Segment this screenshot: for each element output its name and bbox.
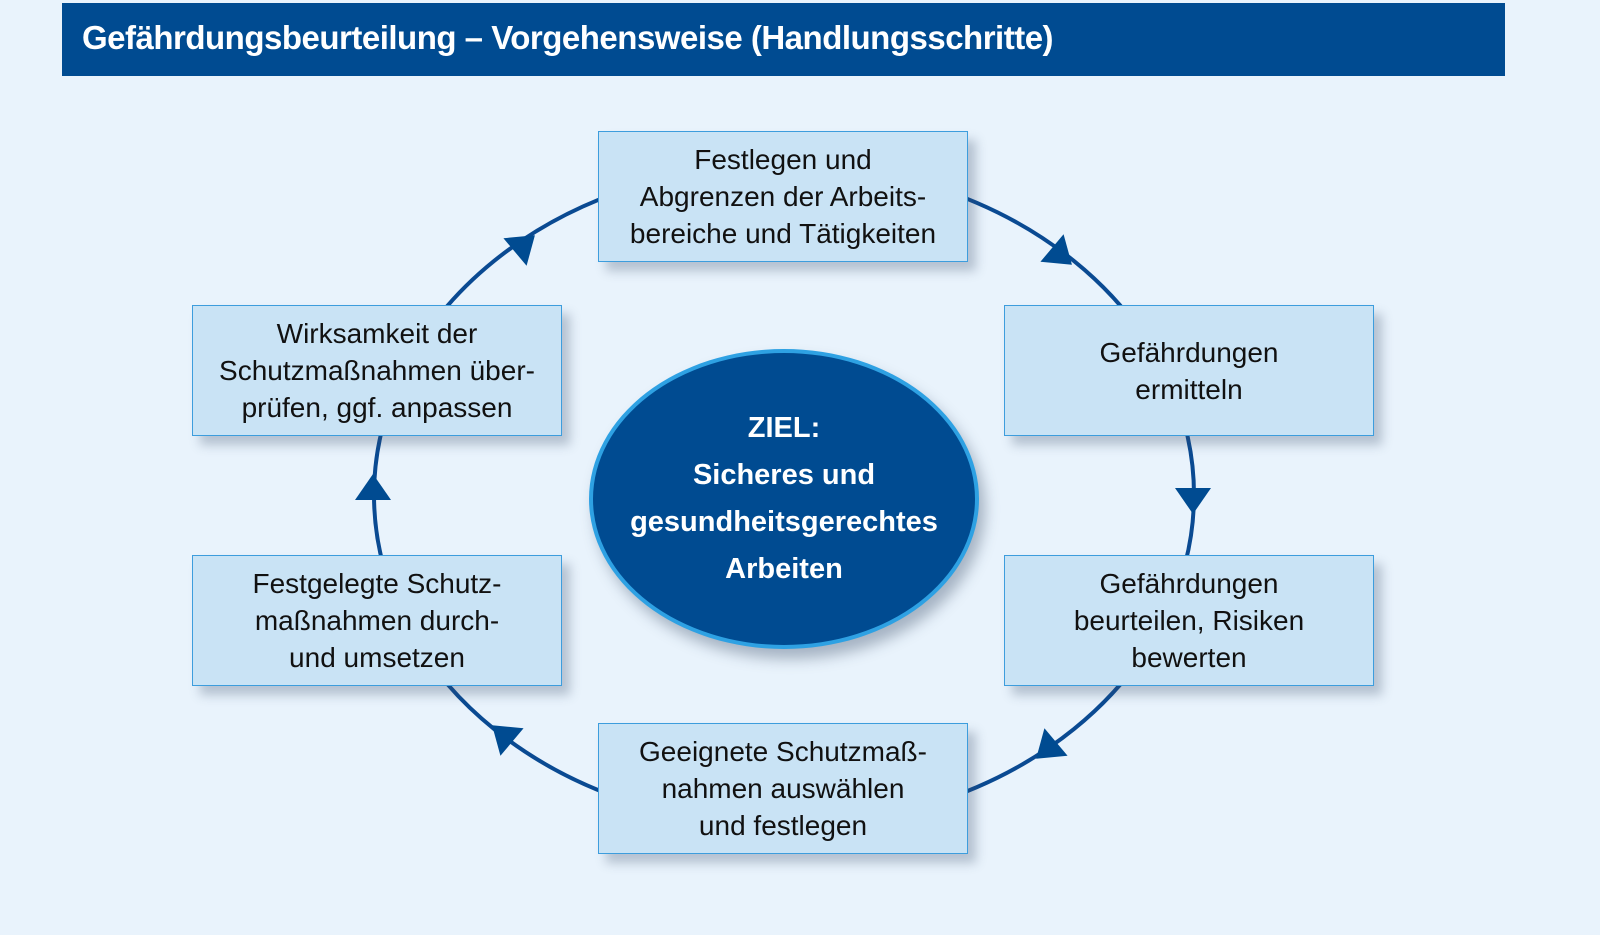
page-title: Gefährdungsbeurteilung – Vorgehensweise … — [82, 19, 1054, 56]
step-text: bewerten — [1131, 642, 1247, 673]
step-text: Festlegen und — [694, 144, 872, 175]
step-identify-hazards: Gefährdungen ermitteln — [1004, 305, 1374, 436]
goal-oval: ZIEL: Sicheres und gesundheitsgerechtes … — [589, 349, 979, 649]
step-text: und festlegen — [698, 810, 868, 841]
step-text: maßnahmen durch- — [254, 605, 500, 636]
step-text: Festgelegte Schutz- — [252, 568, 502, 599]
step-select-measures: Geeignete Schutzmaß-nahmen auswählen und … — [598, 723, 968, 854]
goal-label: ZIEL: — [747, 412, 821, 444]
title-bar: Gefährdungsbeurteilung – Vorgehensweise … — [62, 3, 1505, 76]
step-text: bereiche und Tätigkeiten — [629, 218, 937, 249]
step-text: und umsetzen — [289, 642, 465, 673]
step-text: Abgrenzen der Arbeits- — [639, 181, 927, 212]
step-text: Gefährdungen — [1099, 568, 1279, 599]
arrow-6-icon — [503, 235, 535, 266]
step-text: Geeignete Schutzmaß- — [639, 736, 927, 767]
arrow-2-icon — [1175, 488, 1211, 514]
goal-text: Sicheres und — [692, 459, 876, 491]
step-text: Schutzmaßnahmen über- — [219, 355, 535, 386]
arrow-1-icon — [1040, 234, 1072, 265]
step-text: nahmen auswählen — [661, 773, 905, 804]
step-text: beurteilen, Risiken — [1073, 605, 1305, 636]
arrow-3-icon — [1036, 728, 1068, 759]
arrow-5-icon — [355, 474, 391, 500]
step-text: Wirksamkeit der — [276, 318, 478, 349]
step-text: prüfen, ggf. anpassen — [241, 392, 513, 423]
step-assess-hazards: Gefährdungen beurteilen, Risiken bewerten — [1004, 555, 1374, 686]
goal-text: gesundheitsgerechtes — [630, 506, 938, 538]
step-text: ermitteln — [1135, 373, 1243, 405]
step-implement-measures: Festgelegte Schutz-maßnahmen durch-und u… — [192, 555, 562, 686]
goal-text: Arbeiten — [725, 553, 843, 585]
arrow-4-icon — [492, 725, 524, 756]
step-text: Gefährdungen — [1099, 336, 1279, 368]
